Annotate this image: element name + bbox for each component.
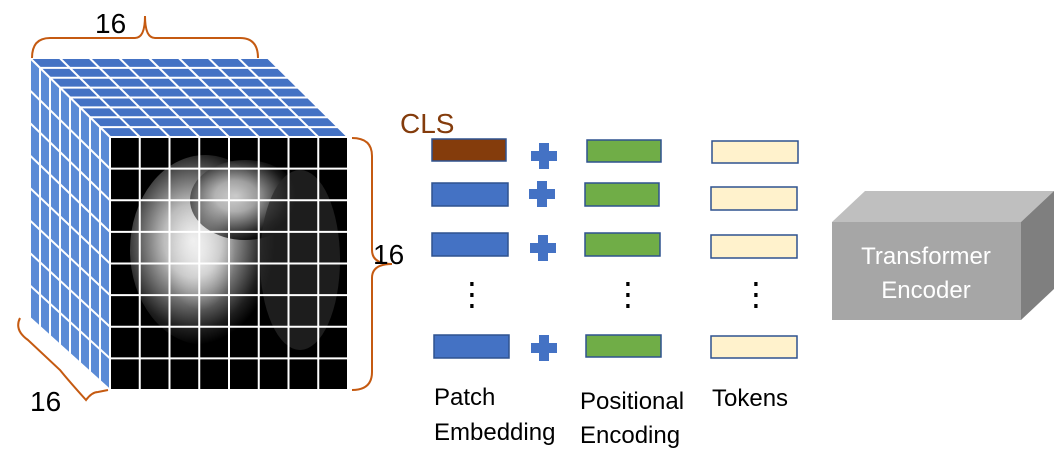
cube-top-label: 16: [95, 8, 126, 39]
token: [710, 186, 798, 211]
encoder-front: [832, 222, 1021, 320]
token: [711, 140, 799, 164]
top-brace: [31, 15, 259, 59]
row-patch-last: [433, 334, 798, 361]
transformer-encoder: Transformer Encoder: [832, 191, 1054, 320]
encoder-top: [832, 191, 1054, 222]
row-ellipsis: ⋮ ⋮ ⋮: [456, 276, 772, 312]
positional-encoding: [586, 139, 662, 163]
cls-label: CLS: [400, 108, 454, 139]
encoder-line1: Transformer: [861, 243, 991, 270]
grid-line: [29, 219, 111, 296]
row-patch-1: [431, 181, 798, 211]
encoder-side: [1021, 191, 1054, 320]
patch-embedding: [431, 182, 509, 207]
patch-embedding: [431, 232, 509, 257]
positional-encoding: [584, 182, 660, 207]
grid-line: [29, 317, 111, 391]
grid-line: [29, 187, 111, 265]
grid-line: [267, 57, 349, 138]
cube-bottom-label: 16: [30, 386, 61, 417]
label-tokens: Tokens: [712, 385, 788, 412]
token: [710, 335, 798, 359]
label-positional-encoding: Positional Encoding: [580, 388, 691, 449]
grid-line: [207, 57, 290, 138]
positional-encoding: [585, 334, 662, 358]
grid-line: [237, 57, 319, 138]
grid-line: [178, 57, 260, 138]
plus-icon: [531, 335, 557, 361]
cube-left-grid: [29, 57, 111, 391]
grid-line: [29, 284, 111, 360]
token: [710, 234, 798, 259]
patch-cube: [28, 56, 350, 392]
label-patch-embedding: Patch Embedding: [434, 384, 555, 446]
cube-top-grid: [29, 57, 349, 138]
row-patch-2: [431, 232, 798, 261]
plus-icon: [531, 143, 557, 169]
ellipsis-tokens: ⋮: [740, 276, 772, 312]
cube-right-label: 16: [373, 239, 404, 270]
cls-embedding: [431, 138, 507, 162]
patch-embedding: [433, 334, 510, 359]
row-cls: [431, 138, 799, 169]
ellipsis-patch: ⋮: [456, 276, 488, 312]
bottom-brace: [17, 317, 109, 402]
plus-icon: [529, 181, 555, 207]
plus-icon: [530, 235, 556, 261]
encoder-line2: Encoder: [881, 277, 970, 304]
right-brace: [351, 137, 393, 391]
positional-encoding: [584, 232, 661, 257]
cube-front-grid: [109, 136, 349, 391]
grid-line: [29, 252, 111, 328]
ellipsis-positional: ⋮: [612, 276, 644, 312]
